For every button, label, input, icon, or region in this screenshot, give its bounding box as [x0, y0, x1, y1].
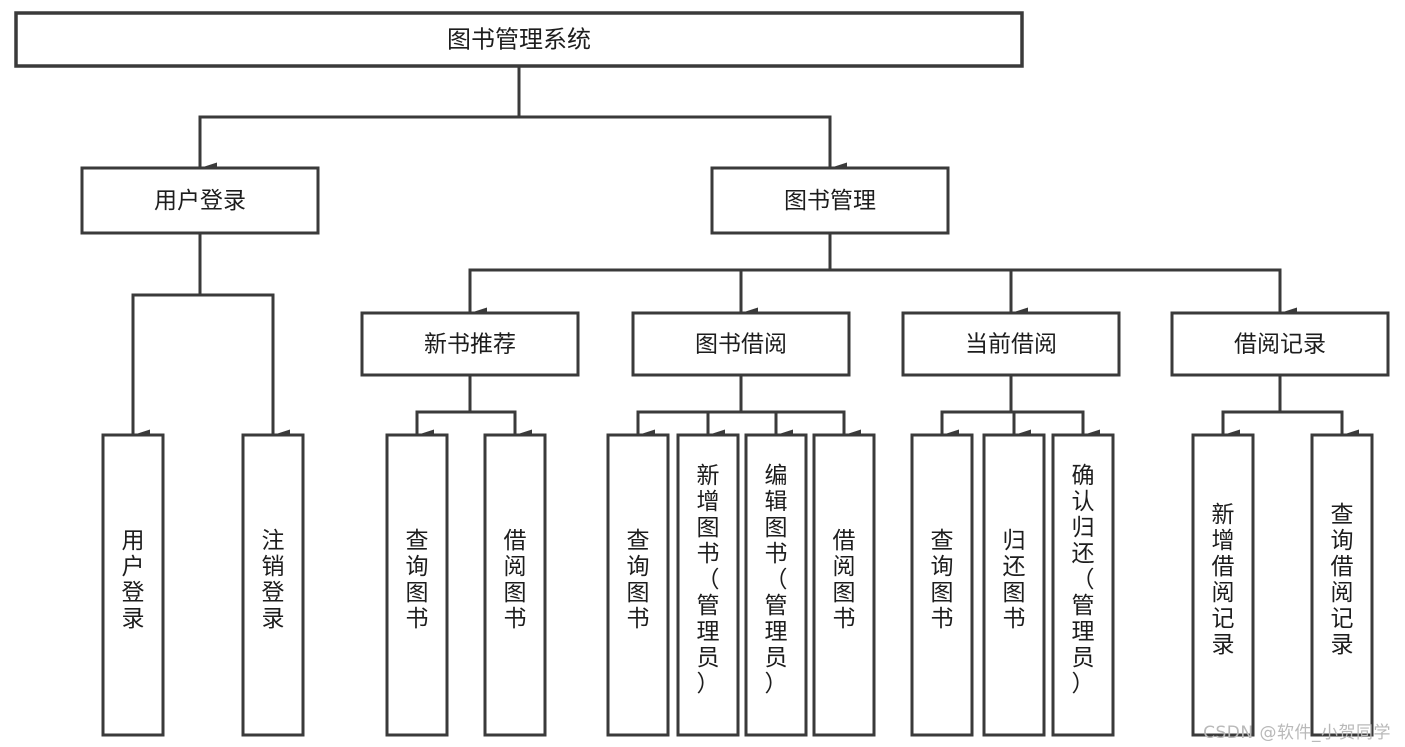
level1-node-0-box — [80, 166, 320, 235]
level2-node-0-1[interactable]: 注销登录 — [241, 433, 305, 737]
leaf-node-1-0-0[interactable]: 查询图书 — [385, 433, 449, 737]
level2-node-1-3-box — [1170, 311, 1390, 377]
leaf-node-1-0-1[interactable]: 借阅图书 — [483, 433, 547, 737]
leaf-node-1-1-1-label: 新增图书（管理员） — [697, 463, 720, 697]
root-book-management-system-label: 图书管理系统 — [447, 26, 591, 54]
leaf-node-1-1-2-label: 编辑图书（管理员） — [765, 463, 788, 697]
level1-node-0-label: 用户登录 — [154, 188, 246, 214]
leaf-node-1-0-1-box — [483, 433, 547, 737]
level1-node-1-box — [710, 166, 950, 235]
level2-node-1-0-label: 新书推荐 — [424, 332, 516, 358]
level2-node-1-0[interactable]: 新书推荐 — [360, 311, 580, 377]
level2-node-1-1[interactable]: 图书借阅 — [631, 311, 851, 377]
leaf-node-1-1-0-label: 查询图书 — [627, 528, 650, 632]
leaf-node-1-1-1[interactable]: 新增图书（管理员） — [676, 433, 740, 737]
leaf-node-1-2-1-label: 归还图书 — [1003, 528, 1026, 632]
leaf-node-1-0-1-label: 借阅图书 — [504, 528, 527, 632]
leaf-node-1-1-1-box — [676, 433, 740, 737]
leaf-node-1-0-0-box — [385, 433, 449, 737]
level2-node-1-1-label: 图书借阅 — [695, 332, 787, 358]
edges-layer — [131, 64, 1359, 441]
leaf-node-1-3-0-label: 新增借阅记录 — [1212, 502, 1235, 658]
level1-node-0[interactable]: 用户登录 — [80, 166, 320, 235]
root-book-management-system[interactable]: 图书管理系统 — [14, 11, 1024, 68]
level2-node-1-3-label: 借阅记录 — [1234, 332, 1326, 358]
leaf-node-1-2-0[interactable]: 查询图书 — [910, 433, 974, 737]
level2-node-0-0[interactable]: 用户登录 — [101, 433, 165, 737]
level1-node-1-label: 图书管理 — [784, 188, 876, 214]
leaf-node-1-2-2-box — [1051, 433, 1115, 737]
root-book-management-system-box — [14, 11, 1024, 68]
leaf-node-1-1-2[interactable]: 编辑图书（管理员） — [744, 433, 808, 737]
level2-node-0-0-box — [101, 433, 165, 737]
leaf-node-1-1-3[interactable]: 借阅图书 — [812, 433, 876, 737]
level2-node-1-2[interactable]: 当前借阅 — [901, 311, 1121, 377]
leaf-node-1-2-2-label: 确认归还（管理员） — [1072, 463, 1095, 697]
leaf-node-1-3-1[interactable]: 查询借阅记录 — [1310, 433, 1374, 737]
leaf-node-1-3-1-label: 查询借阅记录 — [1331, 502, 1354, 658]
leaf-node-1-2-1-box — [982, 433, 1046, 737]
level2-node-0-1-label: 注销登录 — [262, 528, 285, 632]
leaf-node-1-3-1-box — [1310, 433, 1374, 737]
leaf-node-1-2-2[interactable]: 确认归还（管理员） — [1051, 433, 1115, 737]
level2-node-0-1-box — [241, 433, 305, 737]
nodes-layer: 图书管理系统用户登录用户登录注销登录图书管理新书推荐查询图书借阅图书图书借阅查询… — [14, 11, 1390, 737]
level2-node-1-2-box — [901, 311, 1121, 377]
level2-node-1-1-box — [631, 311, 851, 377]
level2-node-0-0-label: 用户登录 — [122, 528, 145, 632]
leaf-node-1-1-2-box — [744, 433, 808, 737]
level1-node-1[interactable]: 图书管理 — [710, 166, 950, 235]
leaf-node-1-1-3-box — [812, 433, 876, 737]
leaf-node-1-2-1[interactable]: 归还图书 — [982, 433, 1046, 737]
leaf-node-1-1-0-box — [606, 433, 670, 737]
level2-node-1-2-label: 当前借阅 — [965, 332, 1057, 358]
level2-node-1-0-box — [360, 311, 580, 377]
leaf-node-1-1-3-label: 借阅图书 — [833, 528, 856, 632]
leaf-node-1-2-0-label: 查询图书 — [931, 528, 954, 632]
leaf-node-1-1-0[interactable]: 查询图书 — [606, 433, 670, 737]
leaf-node-1-2-0-box — [910, 433, 974, 737]
leaf-node-1-0-0-label: 查询图书 — [406, 528, 429, 632]
leaf-node-1-3-0-box — [1191, 433, 1255, 737]
leaf-node-1-3-0[interactable]: 新增借阅记录 — [1191, 433, 1255, 737]
level2-node-1-3[interactable]: 借阅记录 — [1170, 311, 1390, 377]
